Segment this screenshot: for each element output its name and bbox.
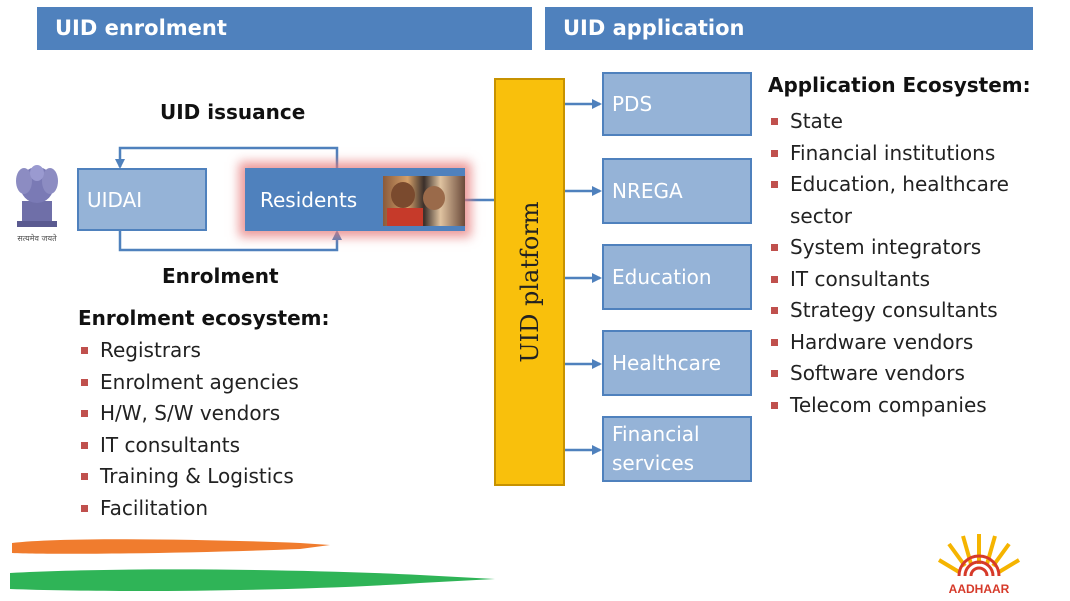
uid-enrolment-header: UID enrolment xyxy=(37,7,532,50)
list-item: Hardware vendors xyxy=(768,327,1066,359)
list-item: Education, healthcare sector xyxy=(768,169,1066,232)
list-item: Registrars xyxy=(78,335,299,367)
list-item: System integrators xyxy=(768,232,1066,264)
residents-photo xyxy=(383,176,465,226)
list-item: H/W, S/W vendors xyxy=(78,398,299,430)
app-label: Financial services xyxy=(612,422,700,475)
app-box-pds: PDS xyxy=(602,72,752,136)
list-item: Telecom companies xyxy=(768,390,1066,422)
list-item: Training & Logistics xyxy=(78,461,299,493)
app-box-healthcare: Healthcare xyxy=(602,330,752,396)
uid-issuance-label: UID issuance xyxy=(160,100,306,124)
issuance-arrow xyxy=(115,146,339,170)
app-box-education: Education xyxy=(602,244,752,310)
list-item: IT consultants xyxy=(768,264,1066,296)
residents-label: Residents xyxy=(260,187,358,212)
app-box-nrega: NREGA xyxy=(602,158,752,224)
aadhaar-logo-icon: AADHAAR xyxy=(937,534,1021,596)
app-label: Education xyxy=(612,265,712,289)
app-box-financial-services: Financial services xyxy=(602,416,752,482)
aadhaar-wordmark: AADHAAR xyxy=(949,582,1010,596)
application-ecosystem-title: Application Ecosystem: xyxy=(768,73,1031,97)
list-item: Strategy consultants xyxy=(768,295,1066,327)
enrolment-ecosystem-title: Enrolment ecosystem: xyxy=(78,306,330,330)
list-item: Facilitation xyxy=(78,493,299,525)
list-item: Financial institutions xyxy=(768,138,1066,170)
application-ecosystem-list: State Financial institutions Education, … xyxy=(768,106,1066,421)
saffron-stroke xyxy=(12,539,330,554)
app-label: NREGA xyxy=(612,179,683,203)
list-item: Enrolment agencies xyxy=(78,367,299,399)
list-item: Software vendors xyxy=(768,358,1066,390)
enrolment-arrow xyxy=(118,230,342,252)
national-emblem-icon: सत्यमेव जयते xyxy=(16,165,58,243)
app-label: PDS xyxy=(612,92,653,116)
enrolment-label: Enrolment xyxy=(162,264,279,288)
app-label: Healthcare xyxy=(612,351,722,375)
enrolment-ecosystem-list: Registrars Enrolment agencies H/W, S/W v… xyxy=(78,335,299,524)
tricolour-brush-strokes xyxy=(10,539,495,591)
uid-platform-box: UID platform xyxy=(494,78,565,486)
uidai-label: UIDAI xyxy=(87,187,143,212)
list-item: State xyxy=(768,106,1066,138)
emblem-motto: सत्यमेव जयते xyxy=(17,233,57,243)
green-stroke xyxy=(10,569,495,591)
uid-application-header: UID application xyxy=(545,7,1033,50)
list-item: IT consultants xyxy=(78,430,299,462)
uid-platform-label: UID platform xyxy=(515,201,544,363)
uidai-box: UIDAI xyxy=(77,168,207,231)
